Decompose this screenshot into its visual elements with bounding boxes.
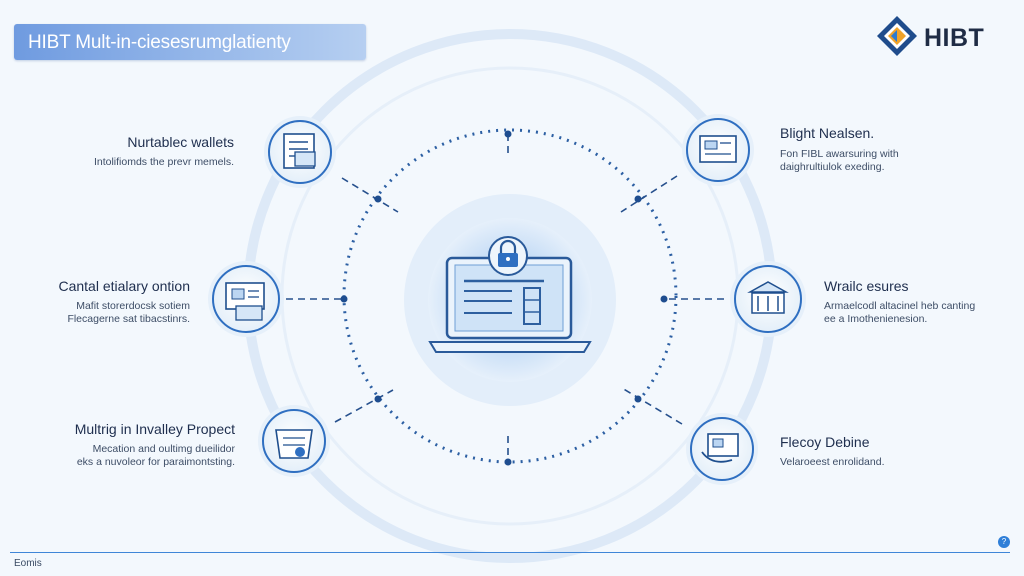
node-circle-bottom-left (258, 405, 330, 477)
node-circle-top-left (264, 116, 336, 188)
node-title-bottom-right: Flecoy Debine (780, 434, 870, 450)
node-desc-mid-right-1: Armaelcodl altacinel heb canting (824, 300, 976, 312)
help-icon[interactable]: ? (998, 536, 1010, 548)
node-desc-top-right-2: daighrultiulok exeding. (780, 161, 885, 173)
page-title: HIBT Mult-in-ciesesrumglatienty (28, 32, 291, 53)
node-desc-mid-right-2: ee a Imothenienesion. (824, 313, 928, 325)
node-title-mid-left: Cantal etialary ontion (58, 278, 190, 294)
node-title-bottom-left: Multrig in Invalley Propect (74, 421, 235, 437)
laptop-icon (428, 256, 592, 353)
node-circle-top-right (682, 114, 754, 186)
node-title-top-left: Nurtablec wallets (127, 134, 234, 150)
node-circle-mid-left (208, 261, 284, 337)
node-desc-bottom-right: Velaroeest enrolidand. (780, 456, 885, 468)
node-circle-mid-right (730, 261, 806, 337)
node-circle-bottom-right (686, 413, 758, 485)
node-desc-top-right-1: Fon FIBL awarsuring with (780, 148, 899, 160)
node-desc-bottom-left-1: Mecation and oultimg dueilidor (92, 443, 235, 455)
logo-text: HIBT (924, 24, 985, 52)
node-desc-top-left: Intolifiomds the prevr memels. (93, 156, 234, 168)
lock-icon (488, 236, 528, 276)
node-desc-bottom-left-2: eks a nuvoleor for paraimontsting. (76, 456, 235, 468)
node-desc-mid-left-1: Mafit storerdocsk sotiem (76, 300, 190, 312)
node-title-mid-right: Wrailc esures (824, 278, 909, 294)
footer-label: Eomis (14, 558, 42, 569)
node-title-top-right: Blight Nealsen. (780, 125, 875, 141)
footer-divider (10, 552, 1010, 553)
title-banner: HIBT Mult-in-ciesesrumglatienty (14, 24, 366, 60)
hibt-logo: HIBT (872, 12, 1012, 62)
hibt-logo-icon (877, 16, 917, 56)
node-desc-mid-left-2: Flecagerne sat tibacstinrs. (67, 313, 190, 325)
connectors (286, 134, 724, 462)
junction-dots (340, 130, 668, 466)
